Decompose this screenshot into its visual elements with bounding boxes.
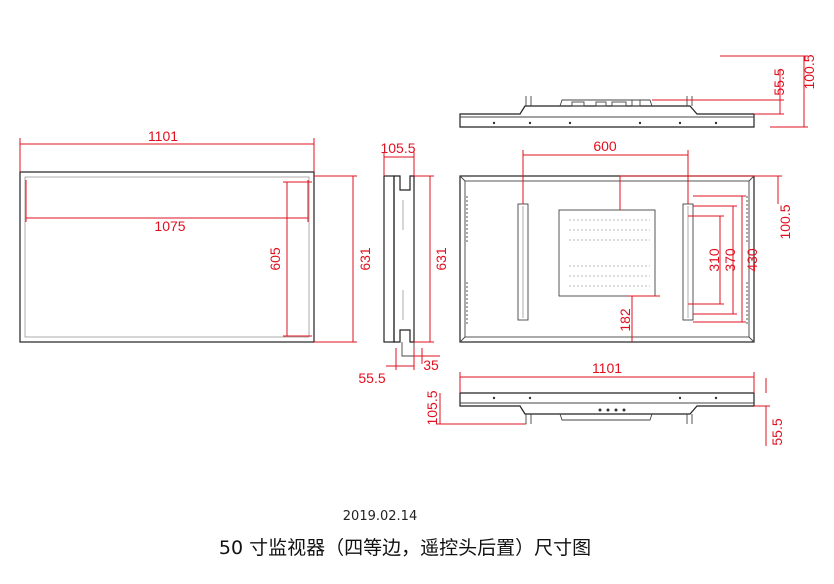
back-outline bbox=[459, 175, 755, 343]
side-bottom-right-label: 35 bbox=[423, 357, 439, 373]
side-panel-body bbox=[393, 175, 415, 343]
back-view: 600 100.5 310 370 430 182 bbox=[459, 138, 793, 343]
bottom-control-box bbox=[559, 413, 653, 421]
top-bracket-label: 55.5 bbox=[771, 68, 787, 95]
bottom-outline bbox=[459, 392, 755, 415]
bottom-view: 1101 105.5 55.5 bbox=[424, 360, 785, 446]
back-h370-label: 370 bbox=[722, 248, 738, 272]
bottom-bracket-label: 55.5 bbox=[769, 418, 785, 445]
front-width-label: 1101 bbox=[148, 128, 178, 144]
side-view: 105.5 631 55.5 35 bbox=[358, 140, 449, 386]
front-view: 1101 1075 605 631 bbox=[19, 128, 373, 343]
side-bottom-left-label: 55.5 bbox=[358, 370, 385, 386]
front-bezel-outline bbox=[19, 171, 315, 343]
side-panel-front bbox=[383, 175, 395, 343]
back-control-board bbox=[558, 209, 656, 297]
vesa-width-label: 600 bbox=[593, 138, 617, 154]
bottom-width-label: 1101 bbox=[592, 360, 622, 376]
side-depth-label: 105.5 bbox=[380, 140, 415, 156]
drawing-date: 2019.02.14 bbox=[342, 509, 418, 524]
top-depth-label: 100.5 bbox=[801, 54, 817, 89]
front-inner-height-label: 605 bbox=[267, 247, 283, 271]
top-outline bbox=[459, 105, 755, 128]
back-182-label: 182 bbox=[617, 308, 633, 332]
side-bracket bbox=[401, 342, 415, 357]
bottom-depth-label: 105.5 bbox=[424, 390, 440, 425]
back-h310-label: 310 bbox=[706, 248, 722, 272]
drawing-caption: 50 寸监视器（四等边，遥控头后置）尺寸图 bbox=[218, 537, 592, 559]
back-offset-label: 100.5 bbox=[777, 204, 793, 239]
front-height-label: 631 bbox=[357, 247, 373, 271]
top-view: 100.5 55.5 bbox=[459, 54, 817, 128]
side-height-label: 631 bbox=[433, 247, 449, 271]
top-control-box bbox=[559, 99, 653, 107]
front-screen-area bbox=[24, 176, 310, 338]
back-h430-label: 430 bbox=[744, 248, 760, 272]
front-inner-width-label: 1075 bbox=[154, 218, 185, 234]
